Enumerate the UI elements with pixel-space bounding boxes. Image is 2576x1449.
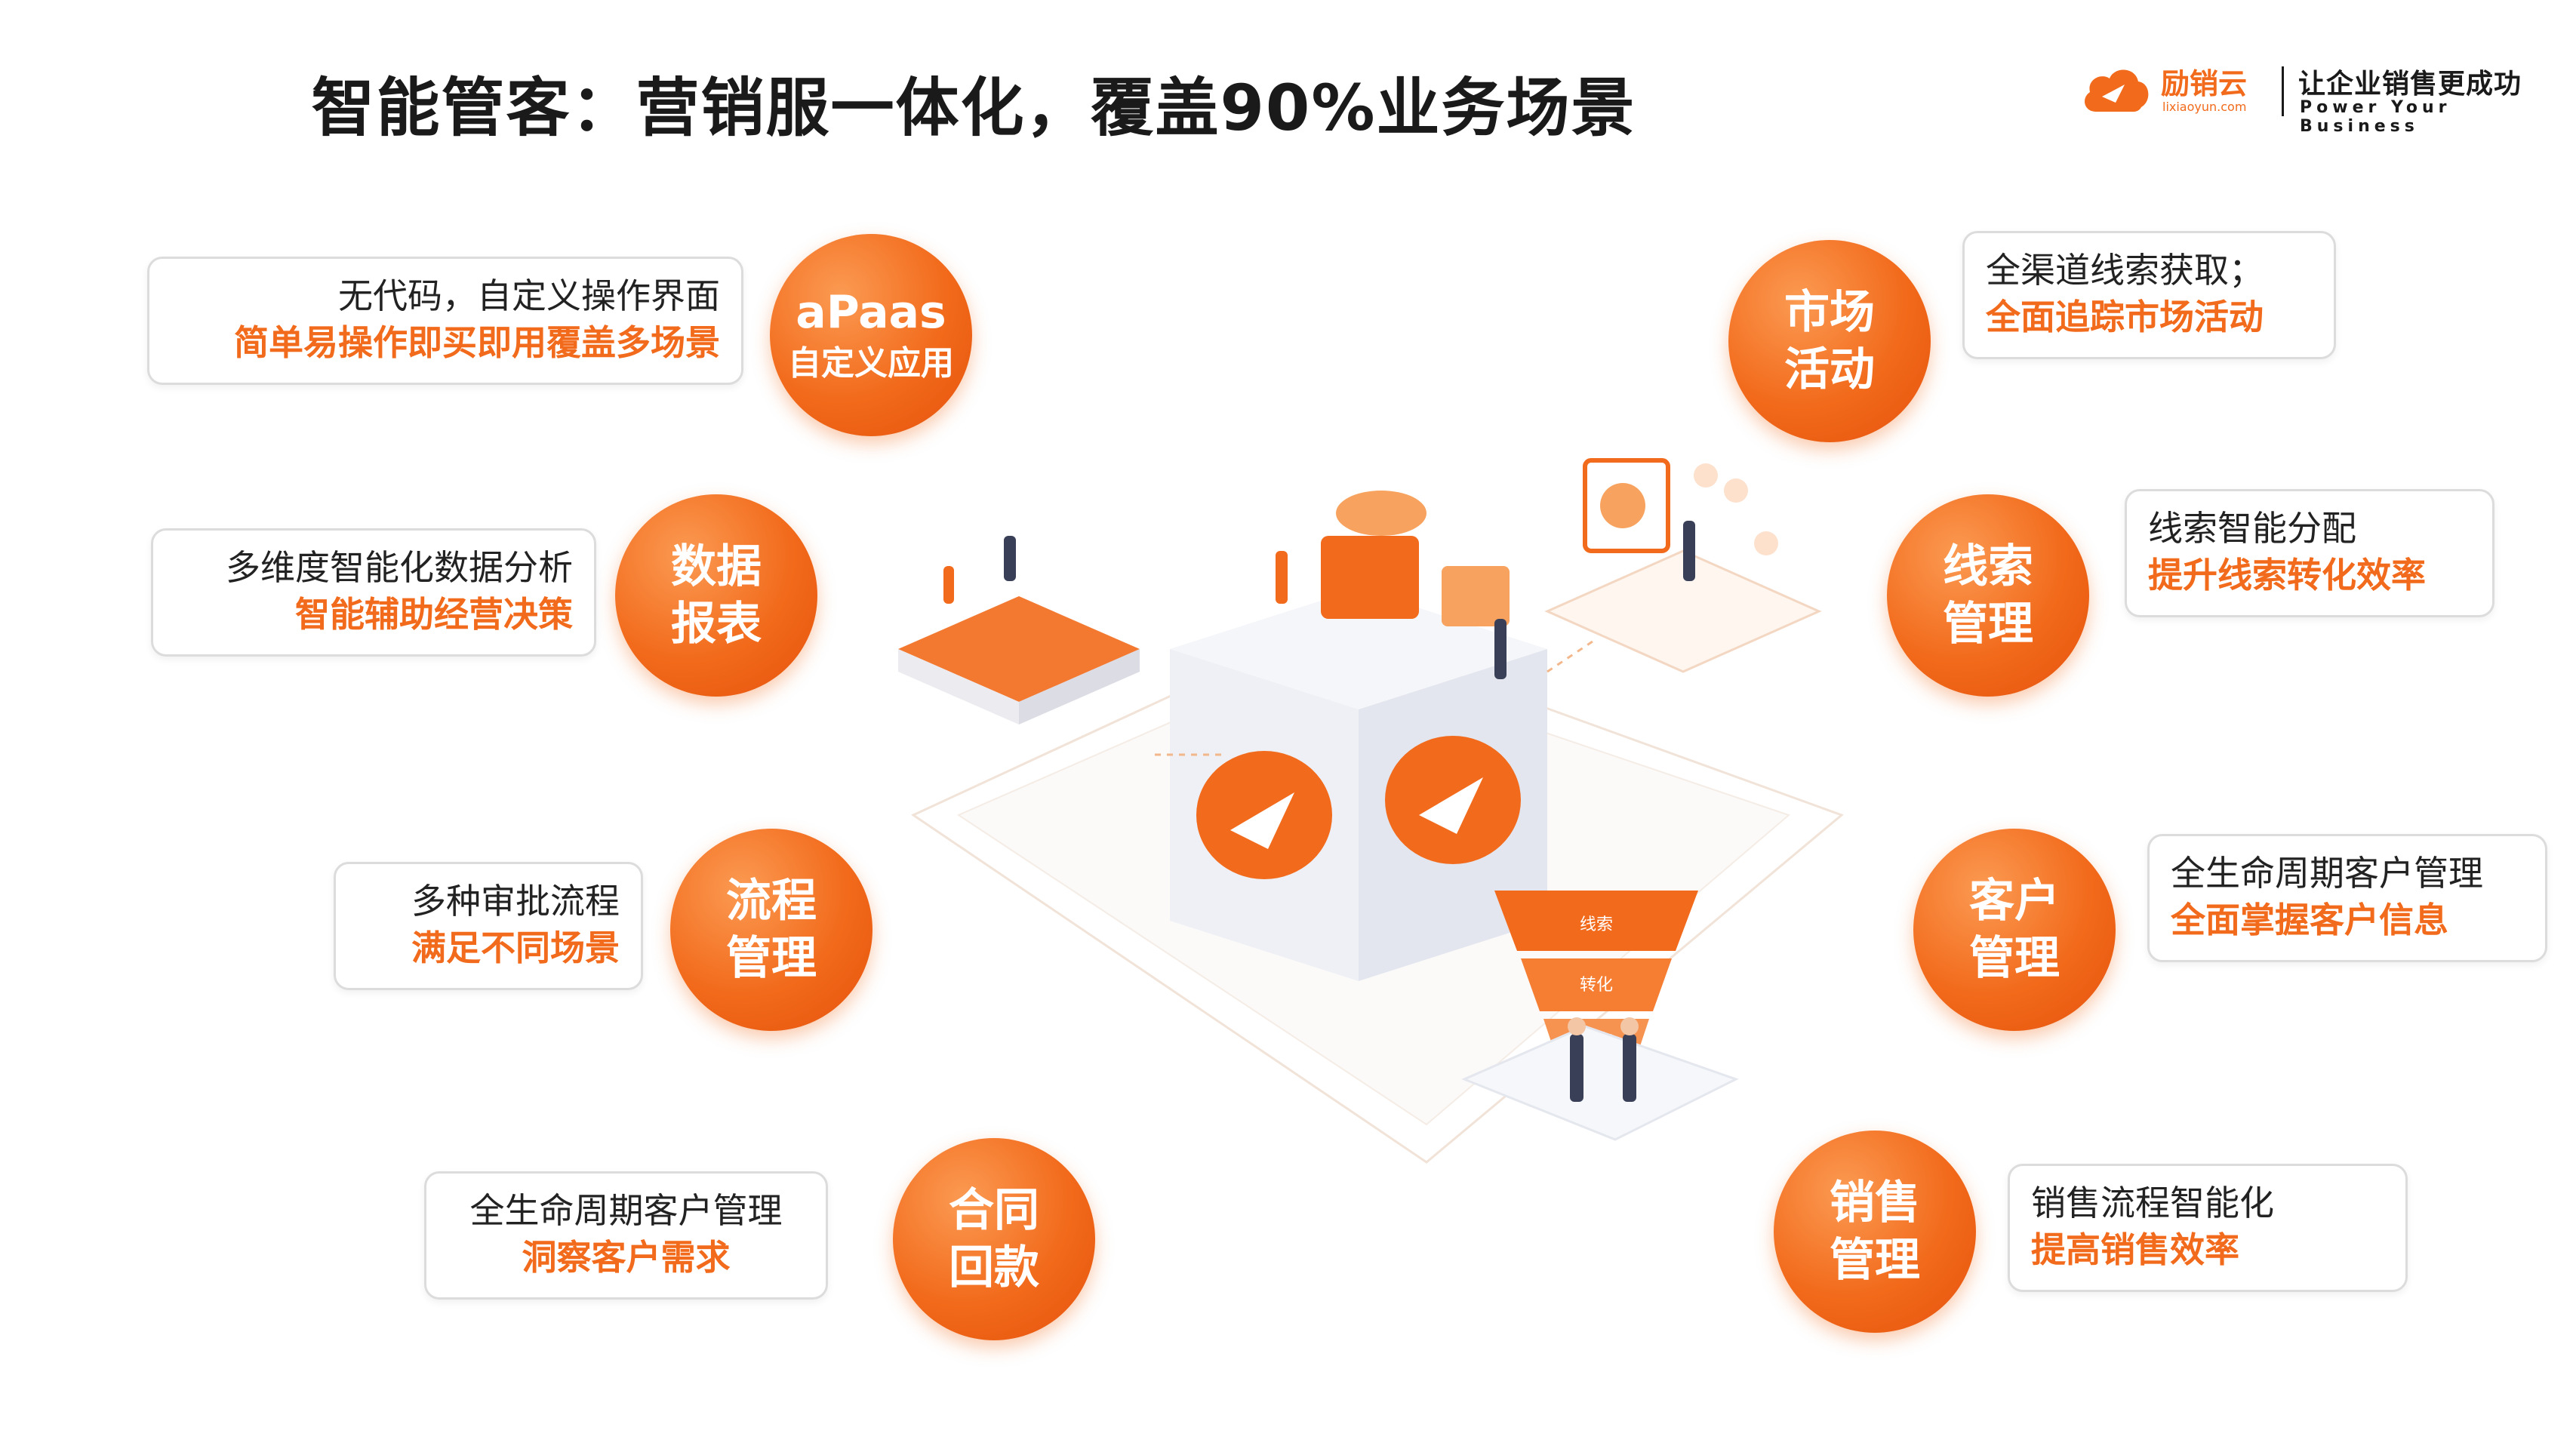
cloud-logo-icon xyxy=(1196,751,1332,879)
circle-label-line2: 管理 xyxy=(1830,1234,1920,1287)
feature-desc: 销售流程智能化 xyxy=(2031,1183,2274,1223)
feature-desc: 无代码，自定义操作界面 xyxy=(338,275,720,316)
circle-label-line1: 合同 xyxy=(949,1184,1039,1237)
feature-highlight: 全面追踪市场活动 xyxy=(1986,297,2264,337)
feature-desc: 线索智能分配 xyxy=(2148,508,2356,549)
feature-circle-sales: 销售 管理 xyxy=(1774,1131,1976,1333)
cloud-logo-icon xyxy=(2085,69,2149,112)
circle-label-line1: 线索 xyxy=(1943,540,2033,593)
page-title: 智能管客：营销服一体化，覆盖90%业务场景 xyxy=(311,71,1636,145)
brand-logo: 励销云 lixiaoyun.com 让企业销售更成功 Power Your Bu… xyxy=(2079,59,2547,136)
feature-desc: 多维度智能化数据分析 xyxy=(226,547,573,588)
feature-circle-marketing: 市场 活动 xyxy=(1728,240,1931,442)
feature-highlight: 洞察客户需求 xyxy=(522,1237,731,1278)
circle-label-line1: 市场 xyxy=(1784,286,1875,339)
feature-desc: 全生命周期客户管理 xyxy=(2171,853,2483,894)
circle-label-line2: 管理 xyxy=(726,932,817,985)
funnel-stage-1: 线索 xyxy=(1580,915,1613,934)
platform-illustration: 线索 转化 成交 xyxy=(898,458,1844,1164)
circle-label-line1: 数据 xyxy=(671,540,762,593)
circle-label-line1: aPaas xyxy=(796,286,946,339)
handshake-icon xyxy=(1568,1017,1639,1102)
feature-card-contract: 全生命周期客户管理 洞察客户需求 xyxy=(424,1171,828,1300)
feature-desc: 全生命周期客户管理 xyxy=(469,1190,783,1231)
feature-highlight: 提高销售效率 xyxy=(2031,1229,2239,1270)
feature-desc: 多种审批流程 xyxy=(411,881,620,921)
feature-highlight: 智能辅助经营决策 xyxy=(295,594,573,635)
feature-highlight: 全面掌握客户信息 xyxy=(2171,900,2448,940)
feature-circle-leads: 线索 管理 xyxy=(1887,494,2089,697)
brand-slogan: 让企业销售更成功 xyxy=(2298,69,2522,100)
brand-name: 励销云 xyxy=(2161,67,2248,100)
feature-circle-customer: 客户 管理 xyxy=(1913,829,2116,1031)
funnel-stage-2: 转化 xyxy=(1580,976,1613,995)
cloud-logo-icon xyxy=(1385,736,1521,864)
person-icon xyxy=(1004,536,1016,581)
circle-label-line2: 管理 xyxy=(1943,598,2033,651)
brand-domain: lixiaoyun.com xyxy=(2162,100,2247,114)
chart-icon xyxy=(1321,536,1419,619)
logo-divider xyxy=(2282,66,2284,116)
circle-label-line1: 销售 xyxy=(1830,1177,1920,1229)
circle-label-line2: 报表 xyxy=(671,598,762,651)
feature-desc: 全渠道线索获取； xyxy=(1986,250,2264,291)
feature-circle-apaas: aPaas 自定义应用 xyxy=(770,234,972,436)
feature-circle-data-report: 数据 报表 xyxy=(615,494,817,697)
feature-circle-contract: 合同 回款 xyxy=(893,1138,1095,1340)
feature-highlight: 满足不同场景 xyxy=(411,928,620,968)
feature-card-apaas: 无代码，自定义操作界面 简单易操作即买即用覆盖多场景 xyxy=(147,257,743,385)
feature-highlight: 提升线索转化效率 xyxy=(2148,555,2426,595)
brand-slogan-en: Power Your Business xyxy=(2300,98,2451,136)
circle-label-line1: 客户 xyxy=(1969,875,2060,928)
feature-card-data-report: 多维度智能化数据分析 智能辅助经营决策 xyxy=(151,528,596,657)
circle-label-line2: 回款 xyxy=(949,1241,1039,1294)
feature-card-marketing: 全渠道线索获取； 全面追踪市场活动 xyxy=(1962,231,2336,359)
feature-card-process: 多种审批流程 满足不同场景 xyxy=(334,862,643,990)
feature-highlight: 简单易操作即买即用覆盖多场景 xyxy=(234,322,720,363)
feature-card-customer: 全生命周期客户管理 全面掌握客户信息 xyxy=(2147,834,2547,962)
circle-label-line2: 管理 xyxy=(1969,932,2060,985)
circle-label-line1: 流程 xyxy=(726,875,817,928)
circle-label-line2: 活动 xyxy=(1784,343,1875,396)
feature-card-leads: 线索智能分配 提升线索转化效率 xyxy=(2125,489,2494,617)
feature-circle-process: 流程 管理 xyxy=(670,829,873,1031)
circle-label-line2: 自定义应用 xyxy=(788,344,954,383)
feature-card-sales: 销售流程智能化 提高销售效率 xyxy=(2008,1164,2408,1292)
